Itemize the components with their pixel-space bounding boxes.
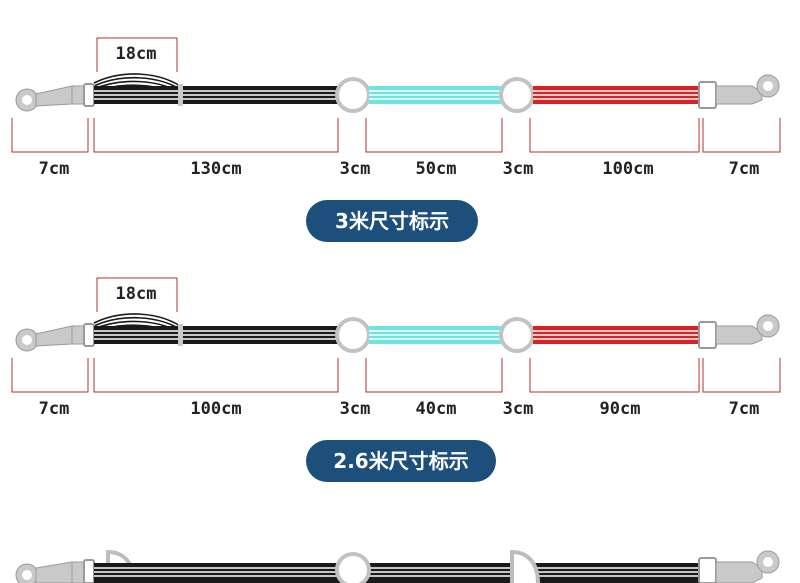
left-snap-hook	[15, 559, 95, 583]
o-ring-left	[335, 317, 371, 353]
right-snap-hook	[698, 74, 780, 109]
leash-diagram-2-6m: 18cm	[11, 277, 781, 482]
segment-label-left-hook: 7cm	[39, 399, 70, 419]
handle-length-label: 18cm	[116, 44, 157, 64]
segment-dimension-brackets	[11, 118, 781, 153]
left-snap-hook	[15, 323, 95, 352]
segment-label-cyan: 50cm	[416, 159, 457, 179]
cyan-strap	[369, 86, 501, 104]
right-snap-hook	[698, 550, 780, 583]
red-strap	[533, 326, 698, 344]
segment-label-ring-left: 3cm	[340, 159, 371, 179]
red-strap	[533, 86, 698, 104]
cyan-strap	[369, 326, 501, 344]
caption-pill	[306, 200, 478, 242]
d-ring-center	[510, 549, 540, 583]
caption-pill	[306, 440, 496, 482]
left-snap-hook	[15, 83, 95, 112]
segment-label-black: 100cm	[190, 399, 241, 419]
black-strap	[94, 326, 338, 344]
o-ring-center	[335, 552, 371, 583]
leash-diagram-partial	[15, 549, 780, 583]
segment-label-ring-left: 3cm	[340, 399, 371, 419]
handle-clip	[178, 84, 183, 106]
segment-label-ring-right: 3cm	[503, 159, 534, 179]
segment-label-right-hook: 7cm	[729, 399, 760, 419]
handle-dimension-bracket	[96, 37, 178, 72]
o-ring-right	[499, 317, 535, 353]
caption-text: 3米尺寸标示	[335, 209, 449, 233]
leash-diagram-3m: 18cm	[11, 37, 781, 242]
o-ring-right	[499, 77, 535, 113]
handle-clip	[178, 324, 183, 346]
segment-label-left-hook: 7cm	[39, 159, 70, 179]
segment-label-ring-right: 3cm	[503, 399, 534, 419]
handle-length-label: 18cm	[116, 284, 157, 304]
o-ring-left	[335, 77, 371, 113]
segment-dimension-brackets	[11, 358, 781, 393]
black-strap	[94, 563, 704, 583]
caption-text: 2.6米尺寸标示	[333, 449, 468, 473]
black-strap	[94, 86, 338, 104]
segment-label-black: 130cm	[190, 159, 241, 179]
right-snap-hook	[698, 314, 780, 349]
segment-label-right-hook: 7cm	[729, 159, 760, 179]
segment-label-red: 100cm	[602, 159, 653, 179]
segment-label-cyan: 40cm	[416, 399, 457, 419]
handle-dimension-bracket	[96, 277, 178, 312]
segment-label-red: 90cm	[600, 399, 641, 419]
